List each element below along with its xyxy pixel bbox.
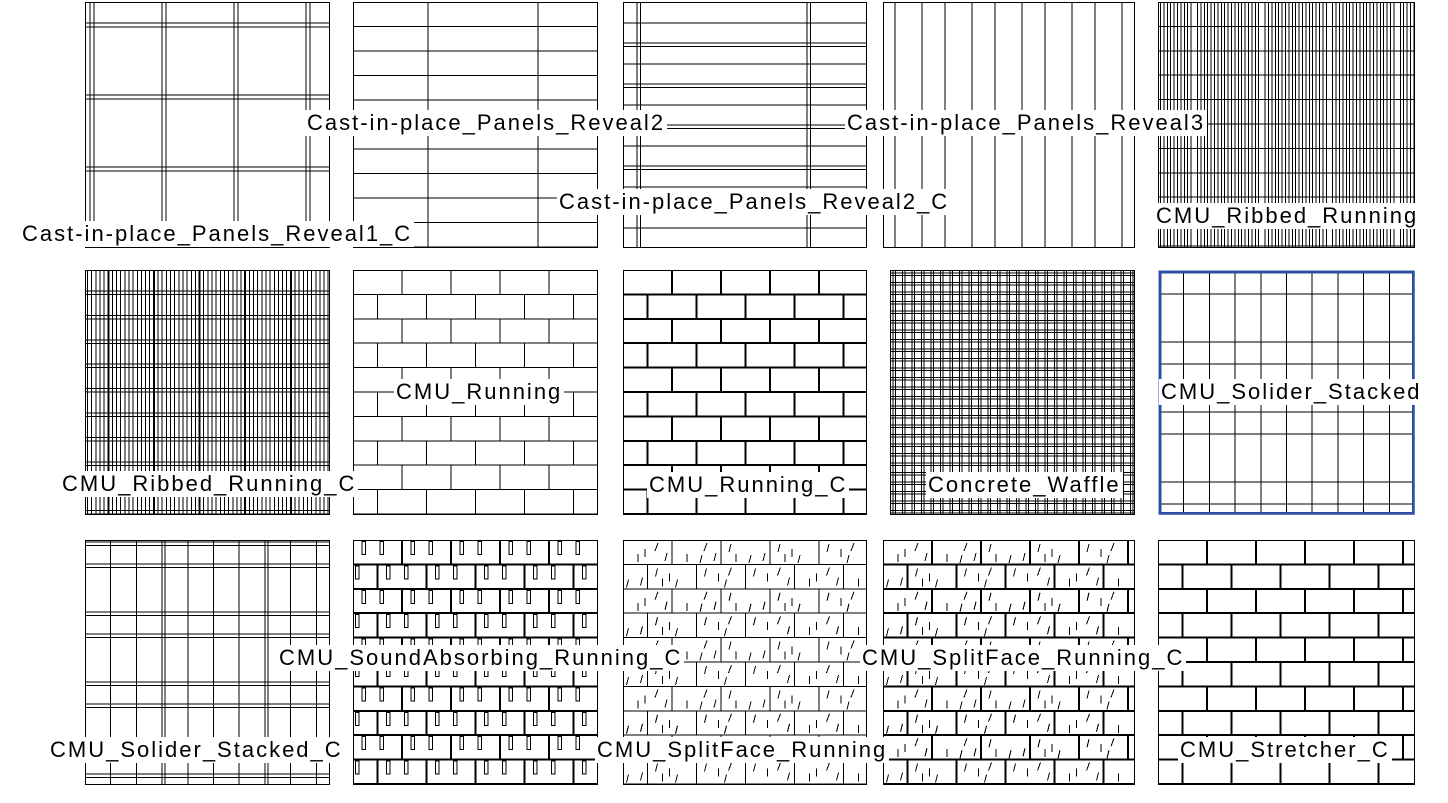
pattern-label-cmu-ribbed-running-c: CMU_Ribbed_Running_C <box>60 471 359 497</box>
pattern-label-cast-in-place-panels-reveal2-c: Cast-in-place_Panels_Reveal2_C <box>557 189 952 215</box>
pattern-label-cmu-splitface-running-c: CMU_SplitFace_Running_C <box>860 645 1187 671</box>
pattern-preview <box>85 2 330 248</box>
pattern-label-cmu-solider-stacked-c: CMU_Solider_Stacked_C <box>48 737 345 763</box>
pattern-label-cmu-running: CMU_Running <box>394 379 565 405</box>
pattern-label-cast-in-place-panels-reveal1-c: Cast-in-place_Panels_Reveal1_C <box>20 221 415 247</box>
pattern-label-cmu-soundabsorbing-running-c: CMU_SoundAbsorbing_Running_C <box>277 645 685 671</box>
pattern-label-cmu-solider-stacked: CMU_Solider_Stacked <box>1159 379 1424 405</box>
pattern-preview <box>353 270 598 515</box>
pattern-swatch-cast-in-place-panels-reveal1-c[interactable] <box>85 2 330 248</box>
pattern-label-cmu-ribbed-running: CMU_Ribbed_Running <box>1154 203 1421 229</box>
pattern-label-concrete-waffle: Concrete_Waffle <box>926 472 1123 498</box>
pattern-label-cmu-running-c: CMU_Running_C <box>647 472 850 498</box>
pattern-preview <box>890 270 1135 515</box>
pattern-label-cmu-splitface-running: CMU_SplitFace_Running <box>595 737 890 763</box>
pattern-preview <box>623 270 867 515</box>
pattern-label-cast-in-place-panels-reveal3: Cast-in-place_Panels_Reveal3 <box>845 110 1208 136</box>
pattern-label-cmu-stretcher-c: CMU_Stretcher_C <box>1178 737 1392 763</box>
pattern-preview <box>883 540 1135 785</box>
pattern-label-cast-in-place-panels-reveal2: Cast-in-place_Panels_Reveal2 <box>305 110 668 136</box>
pattern-preview <box>623 540 867 785</box>
